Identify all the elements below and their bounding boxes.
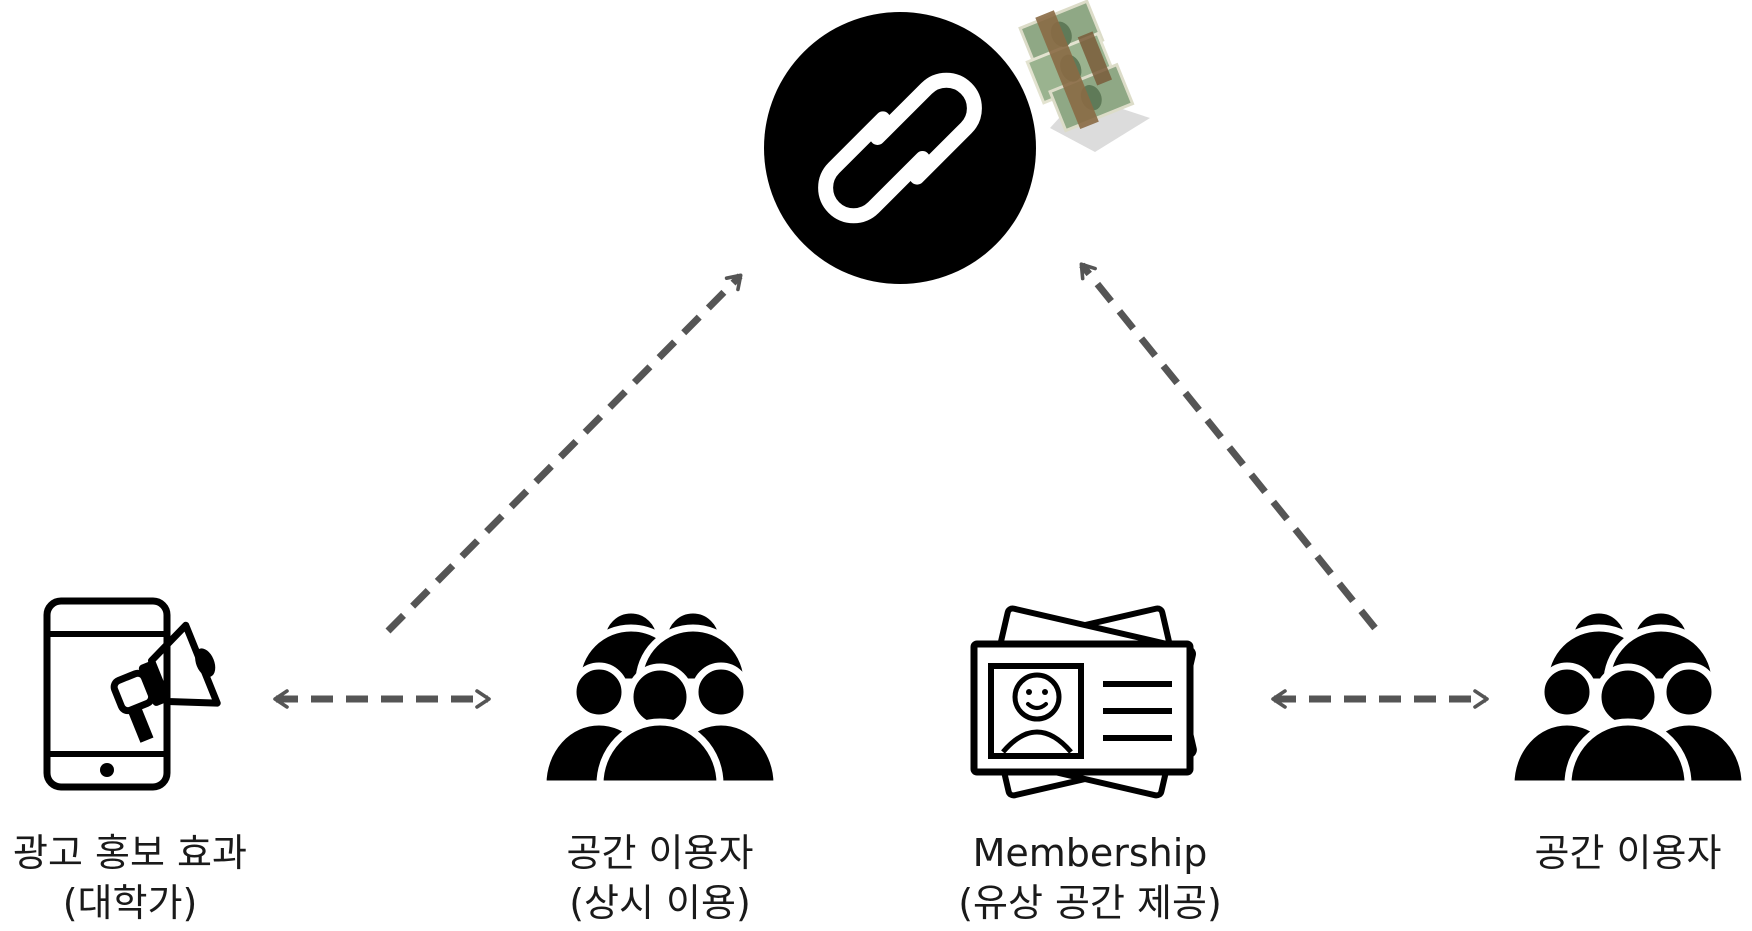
membership-label: Membership (유상 공간 제공) (950, 828, 1230, 928)
regular-users-label-line2: (상시 이용) (569, 881, 751, 925)
people-group-icon (1507, 606, 1749, 788)
regular-users-label-line1: 공간 이용자 (566, 831, 754, 875)
space-users-label-line1: 공간 이용자 (1534, 831, 1722, 875)
link-icon (764, 12, 1036, 284)
membership-label-line2: (유상 공간 제공) (958, 881, 1222, 925)
id-cards-icon (970, 605, 1197, 799)
advertising-label: 광고 홍보 효과 (대학가) (10, 828, 250, 928)
advertising-label-line1: 광고 홍보 효과 (13, 831, 247, 875)
money-stack-icon (1018, 0, 1150, 152)
regular-users-label: 공간 이용자 (상시 이용) (540, 828, 780, 928)
membership-label-line1: Membership (972, 831, 1208, 875)
phone-megaphone-icon (43, 597, 221, 791)
space-users-label: 공간 이용자 (1508, 828, 1748, 878)
people-group-icon (539, 606, 781, 788)
arrow-users-to-hub (1079, 262, 1378, 631)
advertising-label-line2: (대학가) (62, 881, 198, 925)
arrow-ad-to-hub (385, 273, 743, 634)
